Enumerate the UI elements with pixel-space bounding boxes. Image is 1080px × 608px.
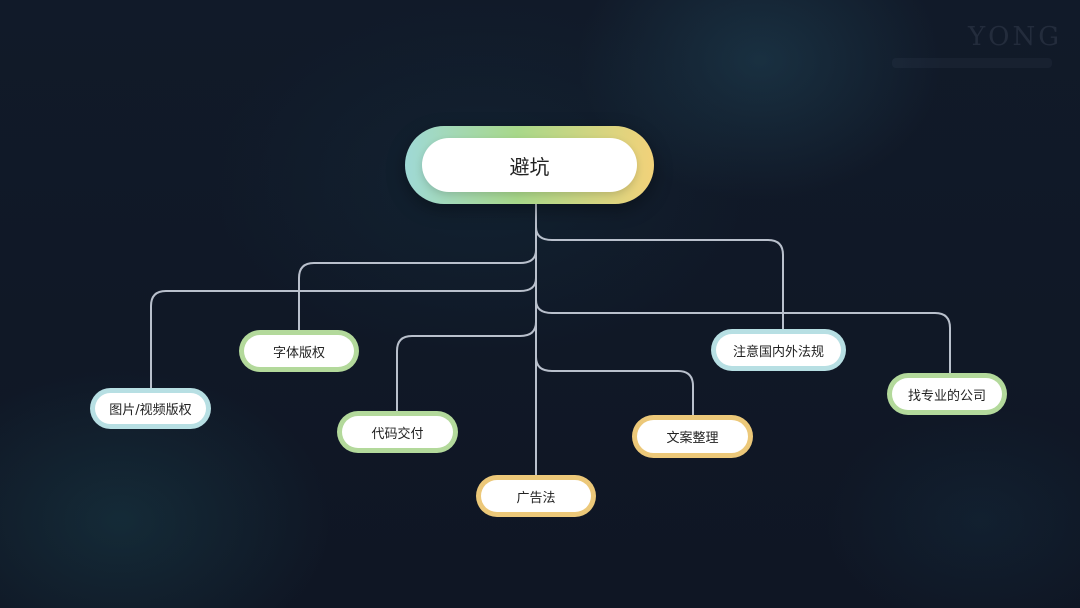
watermark-logo: YONG	[968, 22, 1062, 52]
node-find-professional-company: 找专业的公司	[887, 373, 1007, 415]
connector-image-video	[150, 277, 537, 390]
node-copywriting: 文案整理	[632, 415, 753, 458]
root-node: 避坑	[405, 126, 654, 204]
node-advertising-law: 广告法	[476, 475, 596, 517]
node-image-video-copyright: 图片/视频版权	[90, 388, 211, 429]
root-node-label: 避坑	[422, 138, 637, 192]
node-label: 广告法	[481, 480, 591, 512]
node-label: 注意国内外法规	[716, 334, 841, 366]
node-label: 字体版权	[244, 335, 354, 367]
node-label: 找专业的公司	[892, 378, 1002, 410]
connector-code	[396, 321, 537, 413]
node-font-copyright: 字体版权	[239, 330, 359, 372]
connector-copywriting	[535, 356, 694, 417]
connector-company	[535, 299, 951, 375]
node-label: 图片/视频版权	[95, 393, 206, 424]
node-domestic-foreign-regulations: 注意国内外法规	[711, 329, 846, 371]
node-label: 代码交付	[342, 416, 453, 448]
connector-font	[298, 249, 537, 332]
node-label: 文案整理	[637, 420, 748, 453]
watermark-bar	[892, 58, 1052, 68]
node-code-delivery: 代码交付	[337, 411, 458, 453]
connector-regulations	[535, 226, 784, 331]
